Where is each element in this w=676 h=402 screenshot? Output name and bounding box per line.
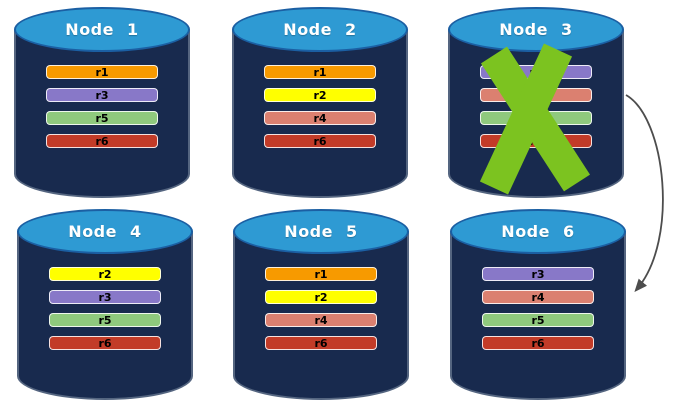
replica-label: r3 xyxy=(95,88,109,102)
replica-label: r5 xyxy=(529,111,543,125)
replica-list: r3 r4 r5 r6 xyxy=(450,267,626,350)
node-title: Node 1 xyxy=(65,20,139,39)
node-3: Node 3 r3 r4 r5 r6 xyxy=(448,7,624,198)
replica-label: r5 xyxy=(95,111,109,125)
node-title: Node 3 xyxy=(499,20,573,39)
replica-label: r6 xyxy=(531,336,545,350)
node-title: Node 2 xyxy=(283,20,357,39)
replica-bar: r4 xyxy=(480,88,592,102)
replica-list: r1 r2 r4 r6 xyxy=(233,267,409,350)
cylinder-top: Node 2 xyxy=(232,7,408,52)
replica-bar: r2 xyxy=(49,267,161,281)
replica-label: r3 xyxy=(98,290,112,304)
node-5: Node 5 r1 r2 r4 r6 xyxy=(233,209,409,400)
arrow-path xyxy=(625,94,664,293)
replica-label: r6 xyxy=(313,134,327,148)
replica-list: r3 r4 r5 r6 xyxy=(448,65,624,148)
node-2: Node 2 r1 r2 r4 r6 xyxy=(232,7,408,198)
replica-bar: r2 xyxy=(264,88,376,102)
replica-bar: r4 xyxy=(265,313,377,327)
replica-label: r1 xyxy=(314,267,328,281)
replica-bar: r6 xyxy=(46,134,158,148)
replica-label: r2 xyxy=(98,267,112,281)
replica-bar: r6 xyxy=(480,134,592,148)
cylinder-top: Node 3 xyxy=(448,7,624,52)
node-4: Node 4 r2 r3 r5 r6 xyxy=(17,209,193,400)
replica-bar: r6 xyxy=(265,336,377,350)
replica-bar: r6 xyxy=(49,336,161,350)
replica-bar: r3 xyxy=(480,65,592,79)
replica-label: r6 xyxy=(95,134,109,148)
replica-label: r4 xyxy=(314,313,328,327)
replica-bar: r4 xyxy=(482,290,594,304)
replica-label: r2 xyxy=(314,290,328,304)
replica-bar: r1 xyxy=(264,65,376,79)
replica-label: r4 xyxy=(531,290,545,304)
replica-label: r5 xyxy=(98,313,112,327)
replica-list: r1 r3 r5 r6 xyxy=(14,65,190,148)
replica-label: r6 xyxy=(98,336,112,350)
replica-bar: r3 xyxy=(46,88,158,102)
replica-label: r2 xyxy=(313,88,327,102)
node-title: Node 6 xyxy=(501,222,575,241)
replica-bar: r3 xyxy=(49,290,161,304)
replica-list: r2 r3 r5 r6 xyxy=(17,267,193,350)
cylinder-top: Node 4 xyxy=(17,209,193,254)
replica-label: r6 xyxy=(529,134,543,148)
cylinder-top: Node 6 xyxy=(450,209,626,254)
node-6: Node 6 r3 r4 r5 r6 xyxy=(450,209,626,400)
node-title: Node 5 xyxy=(284,222,358,241)
replica-label: r5 xyxy=(531,313,545,327)
replica-bar: r4 xyxy=(264,111,376,125)
node-title: Node 4 xyxy=(68,222,142,241)
replica-label: r3 xyxy=(531,267,545,281)
replica-bar: r6 xyxy=(482,336,594,350)
node-1: Node 1 r1 r3 r5 r6 xyxy=(14,7,190,198)
replica-bar: r2 xyxy=(265,290,377,304)
replica-label: r6 xyxy=(314,336,328,350)
replica-bar: r5 xyxy=(480,111,592,125)
replica-bar: r5 xyxy=(49,313,161,327)
replica-label: r3 xyxy=(529,65,543,79)
replica-bar: r6 xyxy=(264,134,376,148)
cylinder-top: Node 1 xyxy=(14,7,190,52)
replica-bar: r1 xyxy=(265,267,377,281)
replica-bar: r5 xyxy=(482,313,594,327)
replica-label: r4 xyxy=(529,88,543,102)
replica-bar: r5 xyxy=(46,111,158,125)
replica-label: r1 xyxy=(95,65,109,79)
replica-label: r1 xyxy=(313,65,327,79)
replica-bar: r1 xyxy=(46,65,158,79)
replica-label: r4 xyxy=(313,111,327,125)
replica-bar: r3 xyxy=(482,267,594,281)
replica-list: r1 r2 r4 r6 xyxy=(232,65,408,148)
cylinder-top: Node 5 xyxy=(233,209,409,254)
